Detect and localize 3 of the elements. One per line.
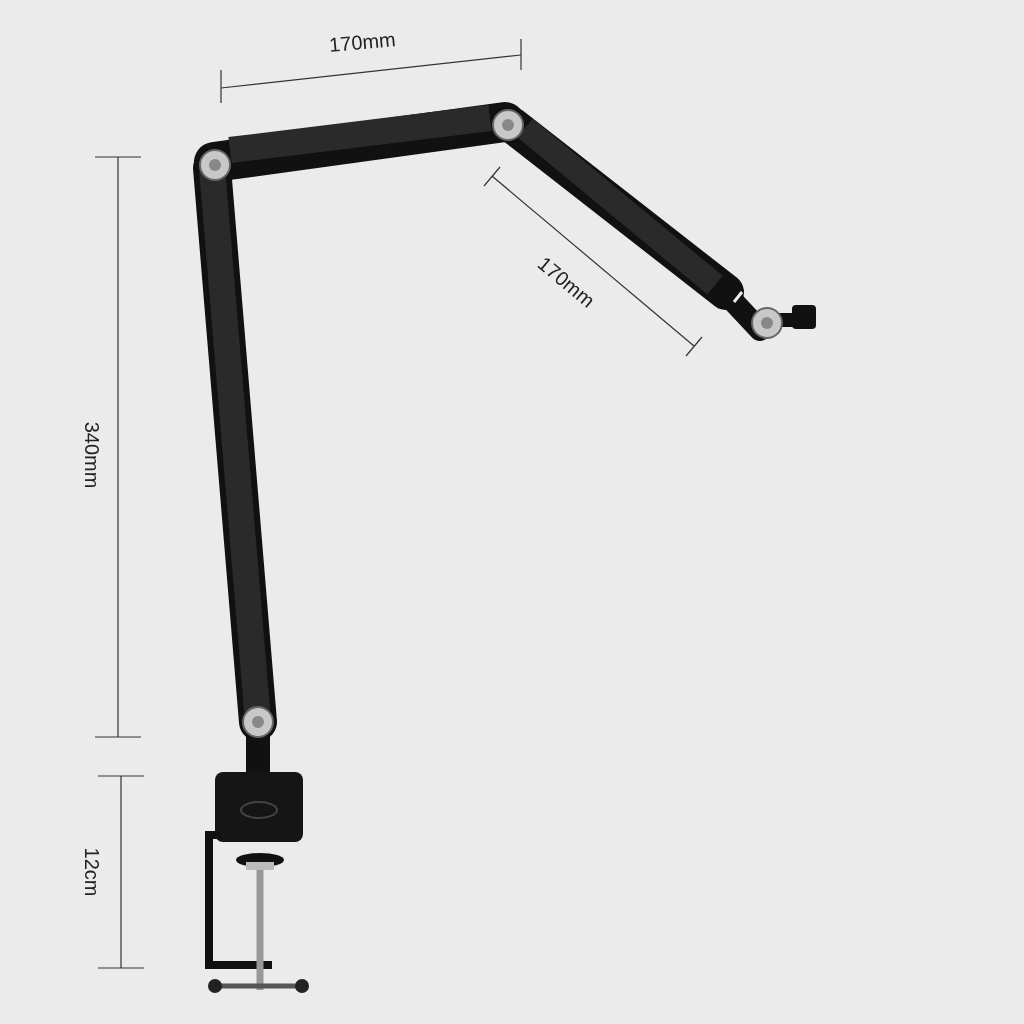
dimension-label: 170mm [327, 29, 397, 55]
dimension-label: 12cm [82, 847, 102, 897]
dimension-label: 340mm [82, 421, 102, 489]
